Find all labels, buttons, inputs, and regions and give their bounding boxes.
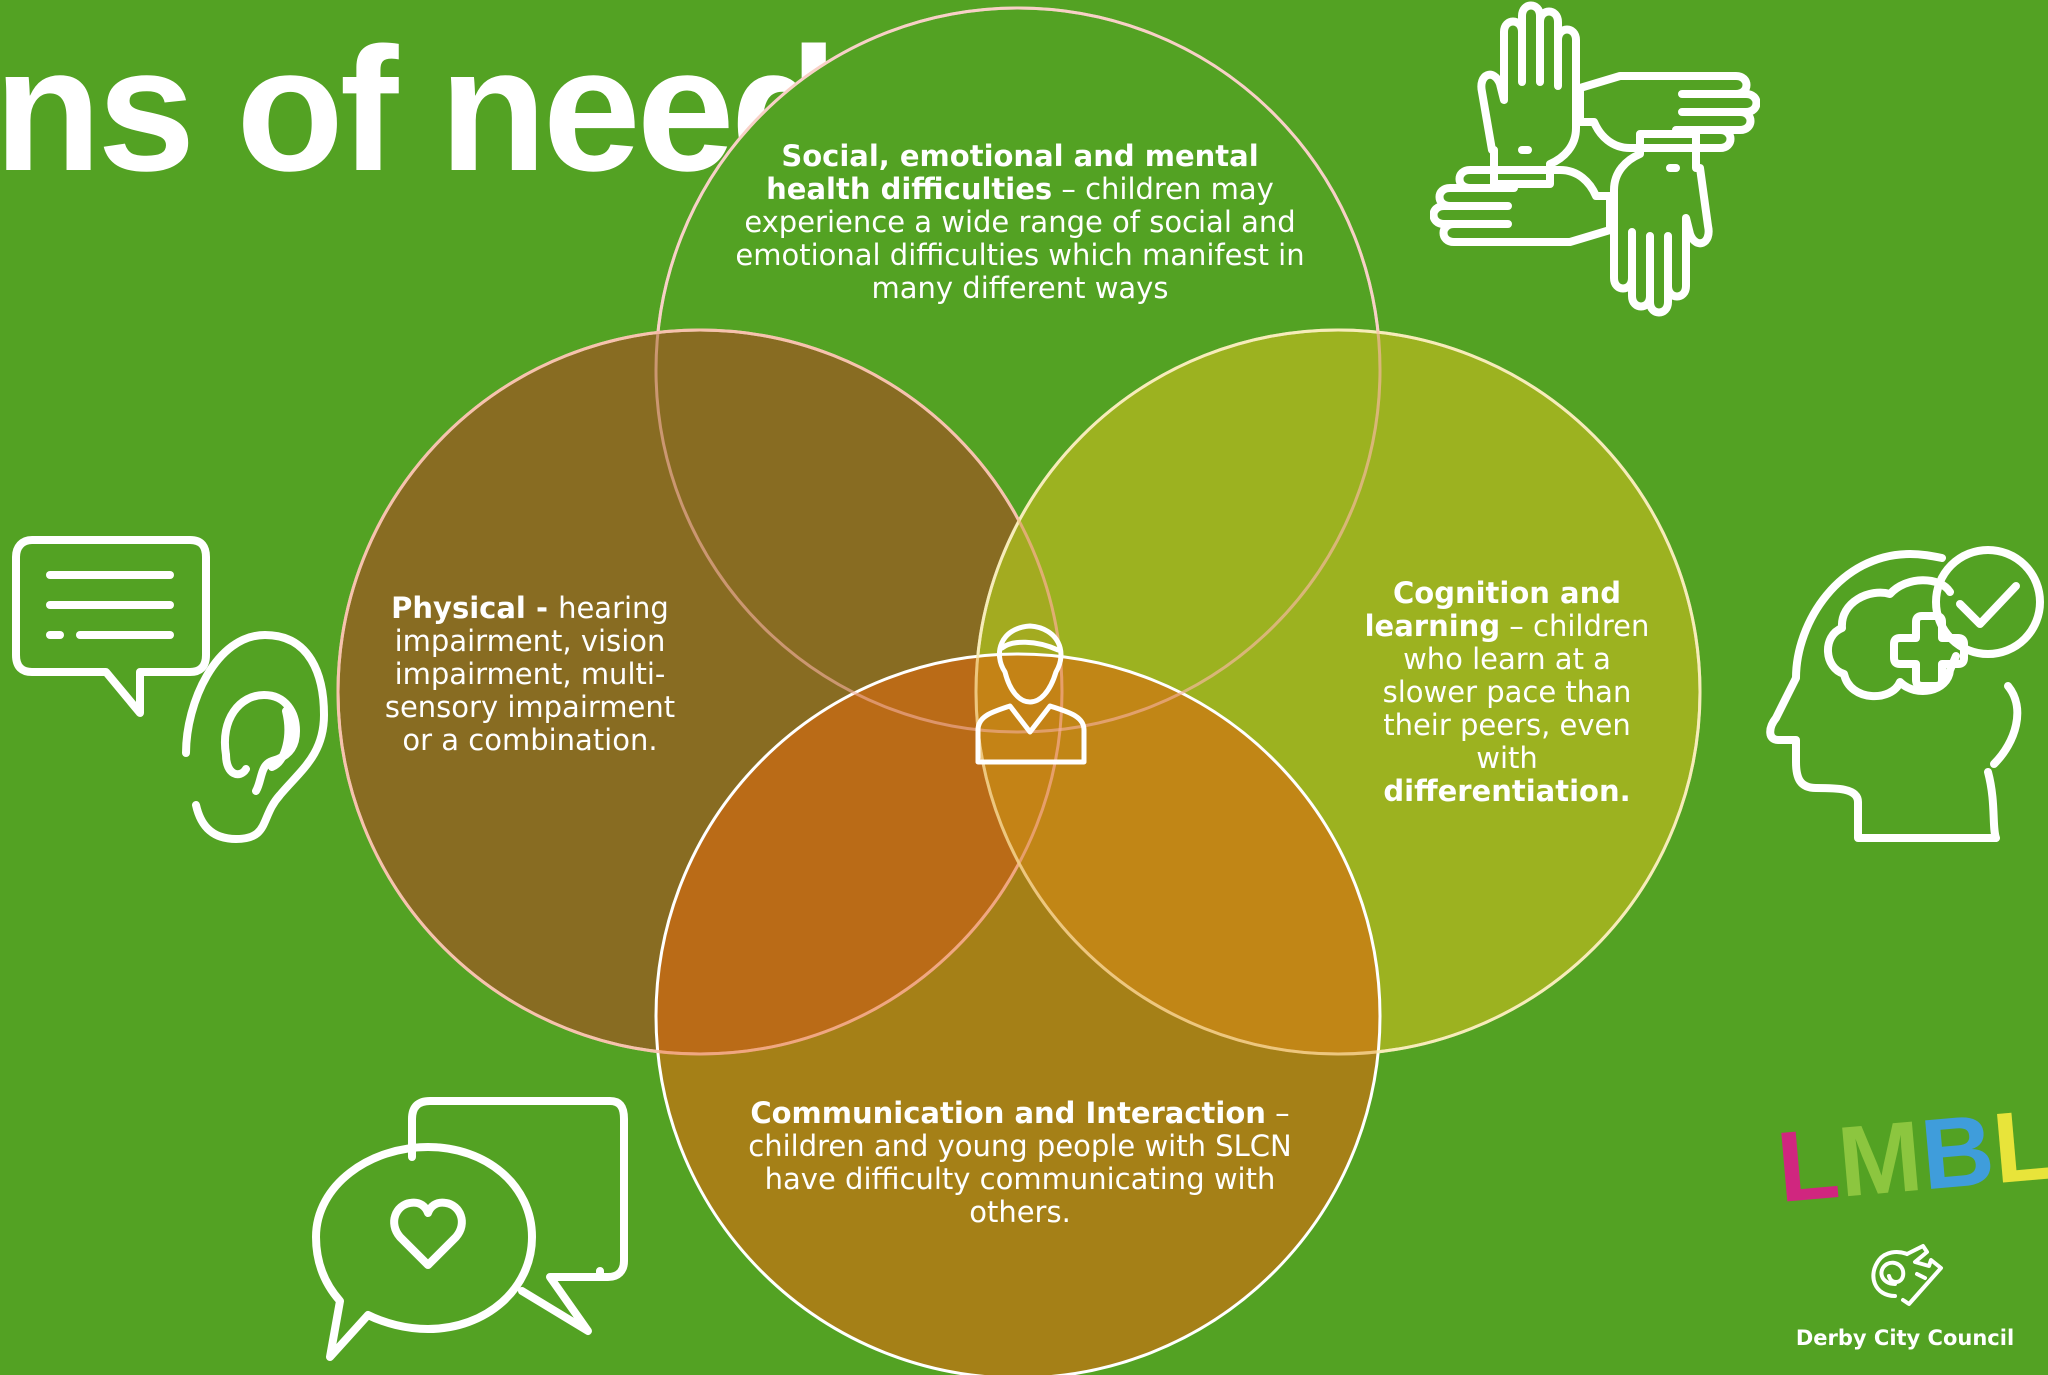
social-emotional-text: Social, emotional and mental health diff… bbox=[730, 140, 1310, 305]
lmbl-letter-l: L bbox=[1772, 1107, 1844, 1224]
lmbl-letter-l2: L bbox=[1988, 1088, 2048, 1206]
social-emotional-body: – children may experience a wide range o… bbox=[735, 172, 1305, 305]
mental-health-head-icon bbox=[1766, 546, 2044, 842]
cognition-heading: Cognition and learning bbox=[1364, 576, 1621, 643]
lmbl-letter-m: M bbox=[1833, 1099, 1927, 1219]
cognition-text: Cognition and learning – children who le… bbox=[1352, 577, 1662, 808]
communication-body: – children and young people with SLCN ha… bbox=[748, 1096, 1292, 1229]
person-icon bbox=[975, 623, 1087, 765]
circle-cognition-outline bbox=[974, 328, 1702, 1056]
physical-heading: Physical - bbox=[391, 591, 559, 625]
circle-communication bbox=[654, 652, 1382, 1375]
circle-social-outline bbox=[654, 6, 1382, 734]
chat-heart-icon bbox=[312, 1097, 628, 1361]
slide-title: ns of need bbox=[0, 12, 838, 208]
social-emotional-heading: Social, emotional and mental health diff… bbox=[766, 139, 1259, 206]
physical-body: hearing impairment, vision impairment, m… bbox=[384, 591, 676, 757]
communication-heading: Communication and Interaction bbox=[750, 1096, 1266, 1130]
speech-ear-icon bbox=[12, 536, 328, 843]
council-crest-icon bbox=[1871, 1244, 1943, 1306]
communication-text: Communication and Interaction – children… bbox=[730, 1097, 1310, 1229]
council-name: Derby City Council bbox=[1795, 1326, 2015, 1350]
lmbl-logo: LMBL bbox=[1772, 1088, 2048, 1224]
physical-text: Physical - hearing impairment, vision im… bbox=[380, 592, 680, 757]
cognition-emphasis: differentiation. bbox=[1383, 774, 1631, 808]
teamwork-hands-icon bbox=[1430, 1, 1760, 317]
circle-physical-outline bbox=[336, 328, 1064, 1056]
cognition-body: – children who learn at a slower pace th… bbox=[1382, 609, 1650, 775]
lmbl-letter-b: B bbox=[1916, 1093, 1999, 1212]
